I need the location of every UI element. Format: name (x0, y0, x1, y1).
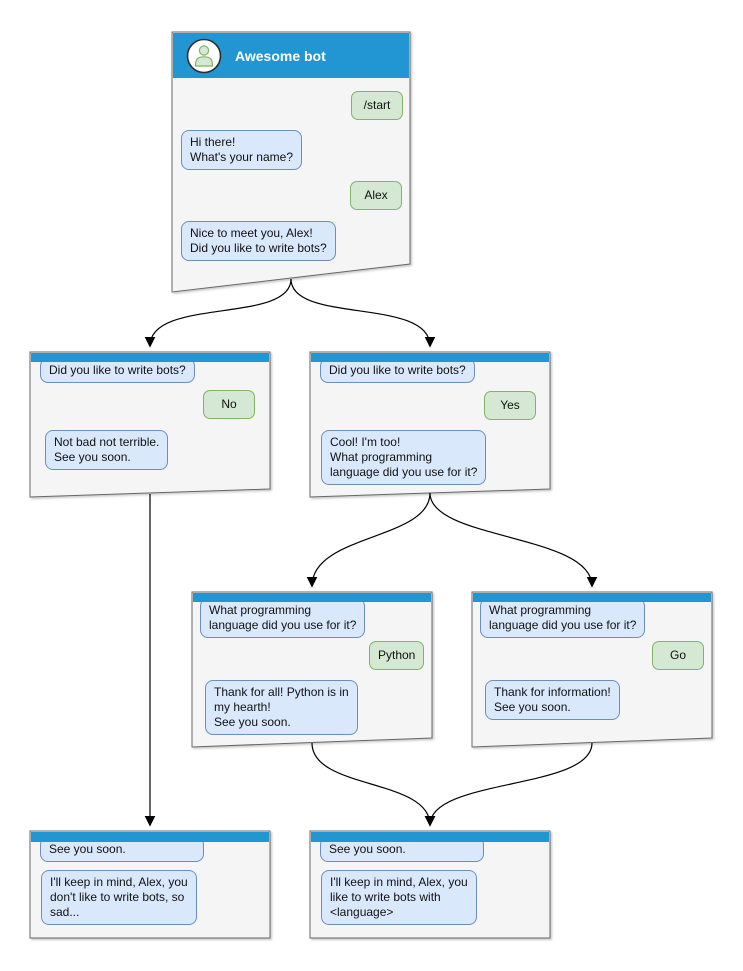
go-window-titlebar (473, 593, 711, 602)
yes-message-question: Did you like to write bots? (320, 358, 475, 383)
yes-window-titlebar (311, 353, 549, 362)
yes-message-reply: Cool! I'm too! What programming language… (321, 430, 487, 485)
no-message-answer: No (203, 390, 255, 419)
message-bot-ask: Nice to meet you, Alex! Did you like to … (181, 221, 336, 261)
no-window-titlebar (31, 353, 269, 362)
root-window-titlebar: Awesome bot (173, 33, 409, 78)
end-yes-message-reply: I'll keep in mind, Alex, you like to wri… (321, 870, 477, 925)
message-bot-hi: Hi there! What's your name? (181, 130, 303, 170)
python-window-titlebar (193, 593, 431, 602)
message-user-start: /start (351, 91, 403, 120)
python-message-reply: Thank for all! Python is in my hearth! S… (205, 680, 358, 735)
no-message-reply: Not bad not terrible. See you soon. (45, 430, 169, 470)
end-no-window-titlebar (31, 832, 269, 842)
go-message-question: What programming language did you use fo… (480, 598, 646, 638)
end-yes-window-titlebar (311, 832, 549, 842)
edge-yes-to-go[interactable] (429, 492, 598, 588)
edge-root-to-no[interactable] (144, 278, 292, 348)
python-message-question: What programming language did you use fo… (200, 598, 366, 638)
go-message-answer: Go (652, 641, 704, 670)
bot-title: Awesome bot (235, 47, 326, 64)
go-message-reply: Thank for information! See you soon. (485, 680, 620, 720)
yes-message-answer: Yes (484, 391, 536, 420)
edge-python-to-end[interactable] (311, 742, 436, 827)
message-user-name: Alex (350, 181, 402, 210)
edge-go-to-end[interactable] (424, 742, 593, 827)
edge-yes-to-python[interactable] (306, 492, 431, 588)
python-message-answer: Python (369, 641, 425, 670)
end-no-message-reply: I'll keep in mind, Alex, you don't like … (41, 870, 197, 925)
bot-avatar-icon (186, 38, 222, 73)
edge-root-to-yes[interactable] (290, 278, 436, 348)
